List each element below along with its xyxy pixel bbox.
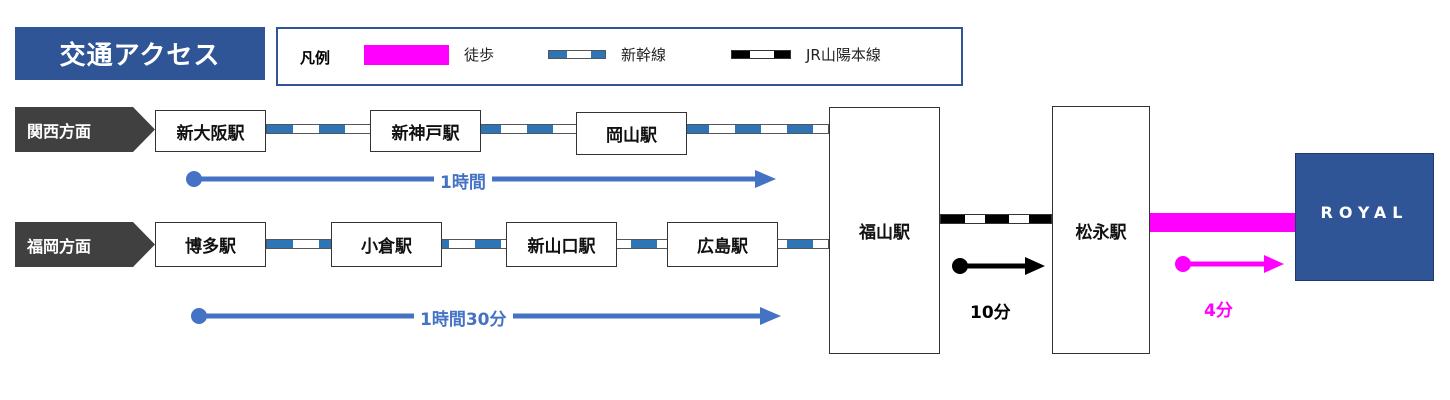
station-okayama: 岡山駅 [576, 112, 687, 155]
station-shin-osaka: 新大阪駅 [155, 110, 266, 152]
walk-time: 4分 [1204, 301, 1233, 321]
travel-time-fukuoka: 1時間30分 [414, 305, 513, 330]
legend-jr-swatch [731, 50, 791, 59]
legend-shinkansen-label: 新幹線 [621, 46, 667, 64]
station-matsunaga: 松永駅 [1052, 106, 1150, 354]
legend: 凡例 徒歩 新幹線 JR山陽本線 [276, 27, 963, 86]
station-kokura: 小倉駅 [331, 222, 442, 267]
direction-fukuoka: 福岡方面 [15, 222, 155, 267]
time-arrow-walk [1175, 255, 1284, 273]
travel-time-kansai: 1時間 [434, 168, 492, 193]
station-shin-yamaguchi: 新山口駅 [506, 222, 617, 267]
page-title: 交通アクセス [15, 27, 265, 80]
station-shin-kobe: 新神戸駅 [370, 110, 481, 152]
walk-route [1150, 213, 1296, 232]
shinkansen-line-kansai [266, 124, 829, 134]
time-arrow-jr [952, 257, 1045, 275]
jr-sanyo-line [940, 214, 1052, 224]
legend-walk-swatch [364, 45, 449, 65]
legend-walk-label: 徒歩 [464, 46, 495, 64]
travel-time-jr: 10分 [970, 303, 1011, 323]
legend-jr-label: JR山陽本線 [806, 46, 881, 64]
station-hiroshima: 広島駅 [667, 222, 778, 267]
station-hakata: 博多駅 [155, 222, 266, 267]
station-fukuyama: 福山駅 [829, 107, 940, 354]
legend-shinkansen-swatch [548, 50, 606, 59]
legend-heading: 凡例 [300, 49, 331, 67]
direction-kansai: 関西方面 [15, 107, 155, 152]
destination-royal: ROYAL [1295, 153, 1434, 281]
